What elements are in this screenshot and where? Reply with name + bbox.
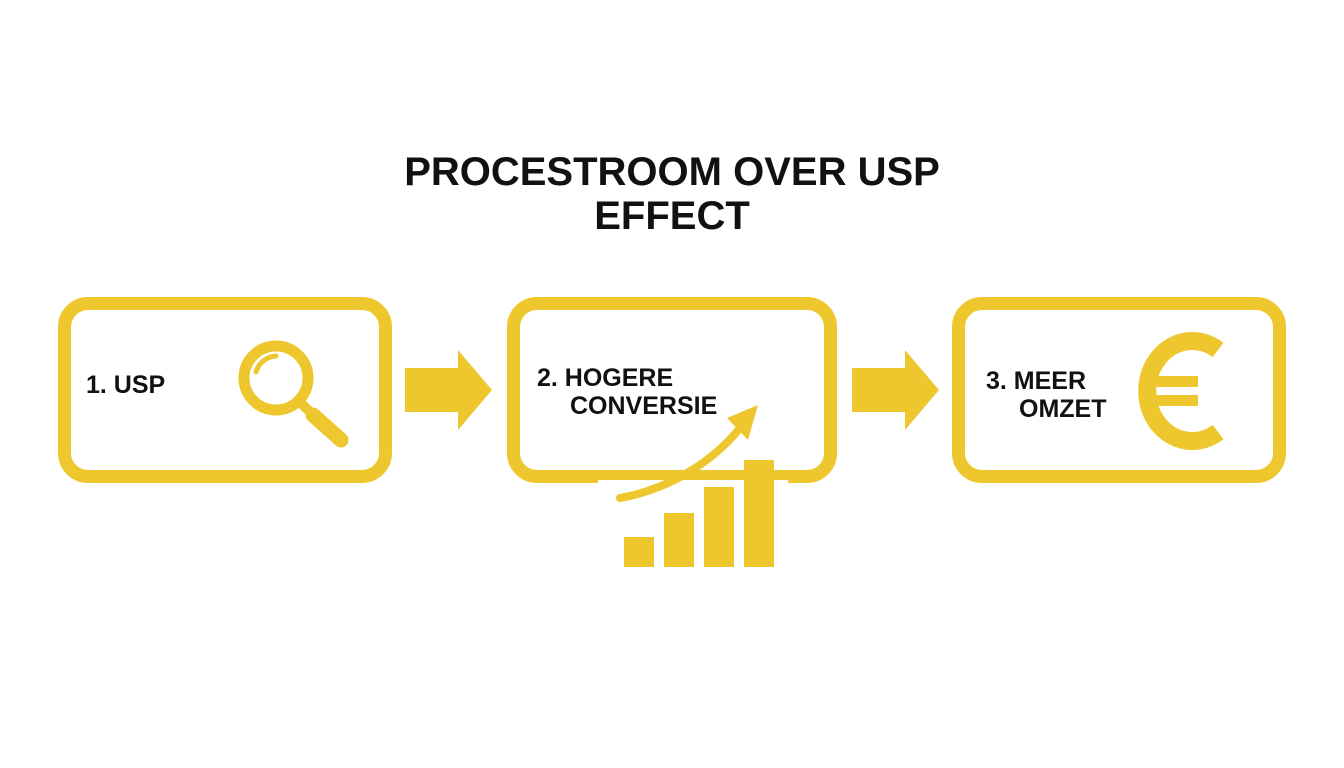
step-2-label-line-2: CONVERSIE xyxy=(570,392,718,420)
step-3-box xyxy=(952,297,1286,483)
growth-chart-icon xyxy=(598,405,788,580)
arrow-right-icon xyxy=(852,350,939,430)
euro-icon xyxy=(1138,332,1224,450)
step-3-label: 3. MEER OMZET xyxy=(986,367,1107,423)
step-1-label: 1. USP xyxy=(86,371,165,399)
step-3-label-line-2: OMZET xyxy=(1019,395,1107,423)
step-1-box xyxy=(58,297,392,483)
diagram-title: PROCESTROOM OVER USP EFFECT xyxy=(0,150,1344,238)
step-2-label: 2. HOGERE CONVERSIE xyxy=(537,364,717,420)
title-line-1: PROCESTROOM OVER USP xyxy=(404,150,940,194)
title-line-2: EFFECT xyxy=(594,194,750,238)
step-2-label-line-1: 2. HOGERE xyxy=(537,364,674,392)
magnifying-glass-icon xyxy=(238,340,349,448)
step-3-label-line-1: 3. MEER xyxy=(986,367,1087,395)
arrow-right-icon xyxy=(405,350,492,430)
step-1-label-line-1: 1. USP xyxy=(86,371,166,399)
